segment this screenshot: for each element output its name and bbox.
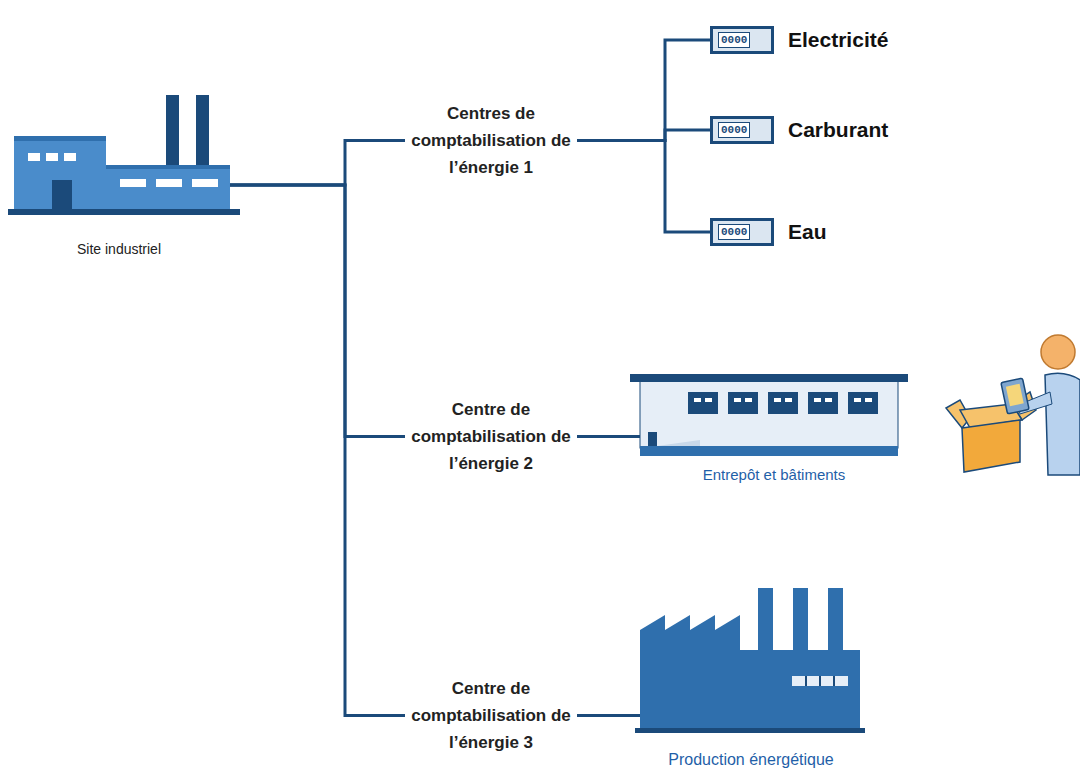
warehouse-icon-part xyxy=(745,398,752,402)
worker-figure-part xyxy=(962,420,1020,472)
center-label: Centres de comptabilisation de l’énergie… xyxy=(405,100,577,181)
warehouse-icon-part xyxy=(808,392,838,414)
worker-figure xyxy=(946,335,1080,475)
factory-icon-part xyxy=(106,165,230,210)
warehouse-icon-part xyxy=(640,380,898,448)
warehouse-icon-part xyxy=(785,398,792,402)
meter-node: 0000 Carburant xyxy=(710,116,888,144)
icon-caption: Entrepôt et bâtiments xyxy=(703,466,846,484)
center-label: Centre de comptabilisation de l’énergie … xyxy=(405,675,577,756)
warehouse-icon-part xyxy=(734,398,741,402)
connector-line xyxy=(577,141,710,233)
center-label: Centre de comptabilisation de l’énergie … xyxy=(405,396,577,477)
connector-line xyxy=(577,40,710,141)
factory-icon-part xyxy=(52,180,72,210)
factory-icon-part xyxy=(14,136,106,141)
power-plant-icon-part xyxy=(828,588,843,658)
warehouse-icon-part xyxy=(630,374,908,382)
factory-icon-part xyxy=(196,95,209,170)
power-plant-icon xyxy=(635,588,865,733)
warehouse-icon xyxy=(630,374,908,456)
power-plant-icon-part xyxy=(792,676,848,686)
connector-line xyxy=(230,185,405,437)
power-plant-icon-part xyxy=(833,676,835,686)
icon-caption: Site industriel xyxy=(77,241,161,258)
tablet-icon xyxy=(1001,378,1029,414)
factory-icon-part xyxy=(166,95,179,170)
power-plant-icon-part xyxy=(635,728,865,733)
meter-box: 0000 xyxy=(710,26,774,54)
connector-line xyxy=(577,130,710,141)
power-plant-icon-part xyxy=(793,588,808,658)
icon-node: Entrepôt et bâtiments xyxy=(640,372,908,484)
meter-reading: 0000 xyxy=(718,224,750,240)
connector-line xyxy=(577,714,640,717)
worker-figure-part xyxy=(1045,373,1080,475)
factory-icon-part xyxy=(156,179,182,187)
warehouse-icon-part xyxy=(694,398,701,402)
power-plant-icon-part xyxy=(758,588,773,658)
connector-group xyxy=(230,40,710,716)
connector-line xyxy=(230,185,405,716)
factory-icon-part xyxy=(8,209,240,215)
meter-node: 0000 Eau xyxy=(710,218,827,246)
factory-icon-part xyxy=(192,179,218,187)
factory-icon-part xyxy=(28,153,40,161)
meter-label: Electricité xyxy=(788,28,888,52)
warehouse-icon-part xyxy=(688,392,718,414)
power-plant-icon-part xyxy=(805,676,807,686)
process-label-node: Centre de comptabilisation de l’énergie … xyxy=(405,675,577,756)
warehouse-icon-part xyxy=(768,392,798,414)
icon-node: Production énergétique xyxy=(640,585,862,769)
tablet-icon-part xyxy=(1006,384,1024,406)
warehouse-icon-part xyxy=(728,392,758,414)
meter-box: 0000 xyxy=(710,116,774,144)
factory-icon-part xyxy=(14,136,106,210)
warehouse-icon-part xyxy=(657,440,700,446)
factory-icon xyxy=(8,95,240,215)
meter-reading: 0000 xyxy=(718,32,750,48)
warehouse-icon-part xyxy=(705,398,712,402)
power-plant-icon-part xyxy=(819,676,821,686)
meter-label: Carburant xyxy=(788,118,888,142)
process-label-node: Centre de comptabilisation de l’énergie … xyxy=(405,396,577,477)
warehouse-icon-part xyxy=(825,398,832,402)
factory-icon-part xyxy=(120,179,146,187)
warehouse-icon-part xyxy=(865,398,872,402)
warehouse-icon-part xyxy=(774,398,781,402)
warehouse-icon-part xyxy=(854,398,861,402)
process-label-node: Centres de comptabilisation de l’énergie… xyxy=(405,100,577,181)
worker-figure-part xyxy=(1041,335,1075,369)
meter-node: 0000 Electricité xyxy=(710,26,888,54)
meter-box: 0000 xyxy=(710,218,774,246)
icon-node: Site industriel xyxy=(8,90,230,258)
factory-icon-part xyxy=(106,165,230,169)
warehouse-icon-part xyxy=(640,446,898,456)
meter-reading: 0000 xyxy=(718,122,750,138)
connector-line xyxy=(230,141,405,186)
warehouse-icon-part xyxy=(814,398,821,402)
tablet-icon-part xyxy=(1001,378,1029,414)
warehouse-icon-part xyxy=(848,392,878,414)
power-plant-icon-part xyxy=(640,615,860,730)
warehouse-icon-part xyxy=(648,432,657,446)
connector-line xyxy=(577,435,640,438)
meter-label: Eau xyxy=(788,220,827,244)
icon-caption: Production énergétique xyxy=(668,750,833,769)
factory-icon-part xyxy=(64,153,76,161)
factory-icon-part xyxy=(46,153,58,161)
